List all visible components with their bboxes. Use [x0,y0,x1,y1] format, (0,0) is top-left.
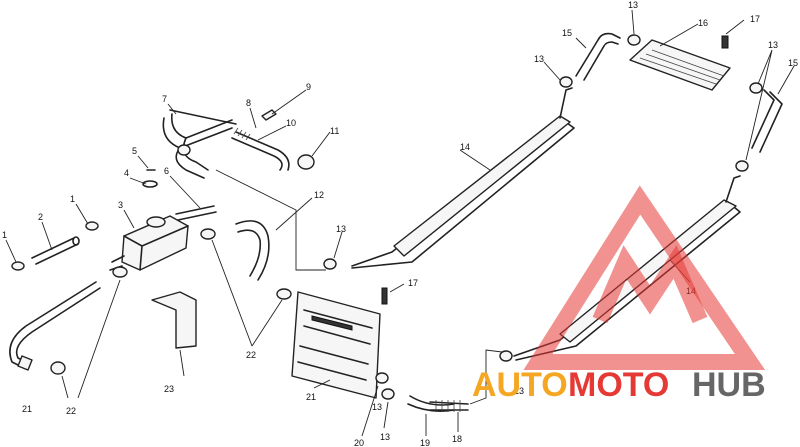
tube-2 [31,236,80,265]
hose-7 [162,109,237,179]
callout-23: 23 [164,384,174,394]
watermark-text-hub: HUB [692,366,766,404]
callout-15-upper: 15 [562,28,572,38]
callout-1-right: 1 [70,194,75,204]
clip-4 [142,180,158,188]
clamp-11 [297,154,315,170]
callout-16: 16 [698,18,708,28]
callout-2: 2 [38,212,43,222]
watermark-triangle-outer [523,185,766,370]
callout-13-bottom-right: 13 [514,386,524,396]
callout-17-top: 17 [750,14,760,24]
clamp-22-mid [200,228,216,240]
heat-exchanger-14-left [351,87,575,269]
clamp-13-right-upper [749,82,763,94]
clamp-hose-7 [177,144,191,156]
callout-6: 6 [164,166,169,176]
clamp-13-bottom-right [499,350,513,362]
callout-21-left: 21 [22,404,32,414]
clamp-13-center [323,258,337,270]
callout-3: 3 [118,200,123,210]
callout-13-upper-left: 13 [534,54,544,64]
callout-19: 19 [420,438,430,447]
callout-21-shield: 21 [306,392,316,402]
heat-shield-21 [291,291,381,399]
hose-10 [231,127,290,171]
callout-9: 9 [306,82,311,92]
callout-8: 8 [246,98,251,108]
clamp-13-bottom [381,388,395,400]
hose-15-right [751,89,783,153]
hose-21-left [9,281,101,371]
callout-22-center: 22 [246,350,256,360]
automotohub-watermark: AUTO MOTO HUB [472,185,766,404]
clamp-13-top-center [627,34,641,46]
callout-13-bottom: 13 [380,432,390,442]
screw-17-mid [381,287,388,305]
clamp-13-right-lower [735,160,749,172]
bracket-9 [261,109,277,121]
clamp-13-upper-left [559,76,573,88]
hose-18 [429,400,469,412]
clamp-20 [375,372,389,384]
clamp-22-upper [112,266,128,278]
clamp-22-left [50,361,66,375]
callout-5: 5 [132,146,137,156]
callout-22-left: 22 [66,406,76,416]
leader-lines [5,9,795,437]
callout-7: 7 [162,94,167,104]
callout-11: 11 [330,126,339,136]
callout-13-right: 13 [768,40,778,50]
callout-20: 20 [354,438,364,447]
hose-12 [235,220,270,281]
clamp-1-right [85,221,99,231]
callout-12: 12 [314,190,324,200]
callout-4: 4 [124,168,129,178]
callout-13-center: 13 [336,224,346,234]
watermark-text-auto: AUTO [472,366,568,404]
callout-18: 18 [452,434,462,444]
callout-10: 10 [286,118,296,128]
screw-17-top [721,35,729,49]
clamp-22-right [276,288,292,300]
watermark-logo-mark [592,245,708,324]
callout-15-right: 15 [788,58,798,68]
watermark-text-moto: MOTO [568,366,669,404]
tube-6 [175,205,217,221]
hose-15-upper [575,32,621,81]
bracket-23 [151,291,197,349]
callout-13-top: 13 [628,0,638,10]
radiator-16 [629,39,731,91]
coolant-tank-3 [109,215,189,271]
clamp-1-left [11,261,25,271]
callout-13-bottom-mid: 13 [372,402,382,412]
callout-14-left: 14 [460,142,470,152]
callout-1-left: 1 [2,230,7,240]
callout-17-mid: 17 [408,278,418,288]
